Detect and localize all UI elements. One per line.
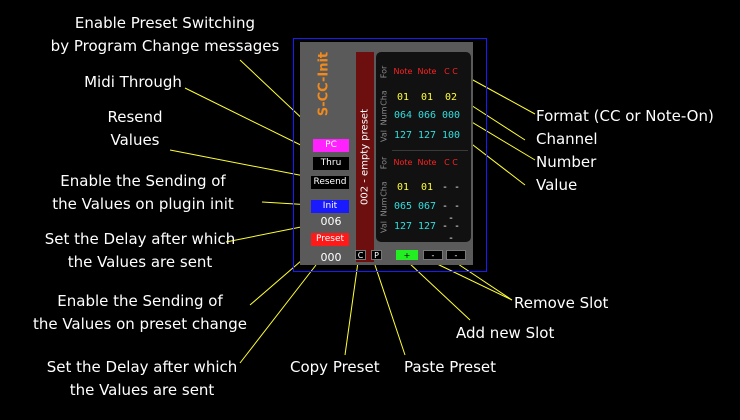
slot-format-cell[interactable]: C C — [444, 67, 458, 76]
row-label: Cha — [379, 181, 389, 197]
pc-button[interactable]: PC — [313, 139, 349, 152]
ann-add-slot: Add new Slot — [456, 324, 555, 342]
slot-format-cell[interactable]: Note — [417, 67, 437, 76]
slot-value-cell[interactable]: 100 — [441, 130, 461, 141]
thru-button[interactable]: Thru — [313, 157, 349, 170]
ann-copy-preset: Copy Preset — [290, 358, 380, 376]
resend-button[interactable]: Resend — [311, 176, 349, 189]
annotation-line: Enable Preset Switching — [74, 14, 256, 32]
annotation-line: the Values on preset change — [32, 315, 248, 333]
plugin-title: S-CC-Init — [316, 51, 332, 117]
slot-value-cell[interactable]: 127 — [393, 130, 413, 141]
slot-format-cell[interactable]: C C — [444, 158, 458, 167]
slot-channel-cell[interactable]: 01 — [420, 92, 434, 103]
slot-value-cell[interactable]: - - - — [441, 221, 461, 244]
remove-slot-button[interactable]: - — [423, 250, 443, 260]
slot-area — [376, 52, 471, 242]
init-button[interactable]: Init — [311, 200, 349, 213]
preset-name-display[interactable]: 002 - empty preset — [356, 52, 374, 262]
ann-remove-slot: Remove Slot — [514, 294, 609, 312]
row-label: Val — [379, 130, 389, 142]
row-label: Val — [379, 221, 389, 233]
init-delay-value[interactable]: 006 — [320, 215, 342, 228]
ann-value: Value — [536, 176, 578, 194]
row-label: For — [379, 65, 389, 79]
annotation-line: Resend — [107, 108, 163, 126]
add-slot-button[interactable]: + — [396, 250, 418, 260]
slot-format-cell[interactable]: Note — [417, 158, 437, 167]
slot-number-cell[interactable]: 067 — [417, 201, 437, 212]
slot-format-cell[interactable]: Note — [393, 67, 413, 76]
remove-slot-button[interactable]: - — [446, 250, 466, 260]
ann-number: Number — [536, 153, 597, 171]
ann-preset-switching: Enable Preset Switching by Program Change… — [51, 12, 280, 58]
slot-number-cell[interactable]: 064 — [393, 110, 413, 121]
slot-number-cell[interactable]: 000 — [441, 110, 461, 121]
row-label: Num — [379, 106, 389, 126]
ann-channel: Channel — [536, 130, 598, 148]
annotation-line: Values — [110, 131, 160, 149]
ann-midi-through: Midi Through — [84, 71, 182, 94]
slot-divider — [392, 150, 468, 151]
slot-channel-cell[interactable]: 01 — [420, 182, 434, 193]
annotation-line: the Values on plugin init — [52, 195, 234, 213]
annotation-line: Set the Delay after which — [46, 358, 238, 376]
slot-value-cell[interactable]: 127 — [417, 221, 437, 232]
plugin-frame — [293, 38, 487, 272]
slot-channel-cell[interactable]: 02 — [444, 92, 458, 103]
ann-send-on-init: Enable the Sending of the Values on plugi… — [52, 170, 234, 216]
preset-button[interactable]: Preset — [311, 233, 349, 246]
slot-value-cell[interactable]: 127 — [393, 221, 413, 232]
annotation-line: the Values are sent — [69, 381, 215, 399]
ann-delay-init: Set the Delay after which the Values are … — [45, 228, 236, 274]
slot-number-cell[interactable]: 065 — [393, 201, 413, 212]
slot-channel-cell[interactable]: 01 — [396, 182, 410, 193]
annotation-line: Midi Through — [84, 73, 182, 91]
preset-delay-value[interactable]: 000 — [320, 251, 342, 264]
paste-preset-button[interactable]: P — [371, 250, 382, 260]
row-label: For — [379, 156, 389, 170]
annotation-line: by Program Change messages — [50, 37, 280, 55]
ann-send-on-preset: Enable the Sending of the Values on prese… — [33, 290, 247, 336]
slot-number-cell[interactable]: - - - — [441, 201, 461, 224]
annotation-line: Enable the Sending of — [60, 172, 226, 190]
slot-channel-cell[interactable]: 01 — [396, 92, 410, 103]
ann-delay-preset: Set the Delay after which the Values are … — [47, 356, 238, 402]
ann-format: Format (CC or Note-On) — [536, 107, 714, 125]
slot-channel-cell[interactable]: - - — [441, 182, 461, 193]
annotation-line: Set the Delay after which — [44, 230, 236, 248]
slot-number-cell[interactable]: 066 — [417, 110, 437, 121]
annotation-line: the Values are sent — [67, 253, 213, 271]
row-label: Num — [379, 197, 389, 217]
slot-value-cell[interactable]: 127 — [417, 130, 437, 141]
ann-paste-preset: Paste Preset — [404, 358, 497, 376]
slot-format-cell[interactable]: Note — [393, 158, 413, 167]
row-label: Cha — [379, 90, 389, 106]
copy-preset-button[interactable]: C — [355, 250, 366, 260]
annotation-line: Enable the Sending of — [57, 292, 223, 310]
